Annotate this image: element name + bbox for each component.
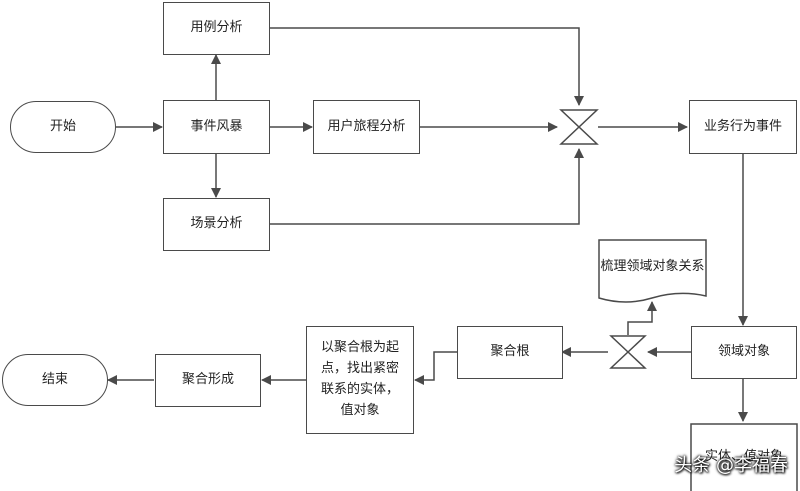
- scenario-label: 场景分析: [190, 216, 243, 232]
- aggregate-root-label: 聚合根: [490, 344, 530, 360]
- business-events-label: 业务行为事件: [703, 118, 782, 134]
- arrow-use-case-to-merge: [270, 27, 584, 106]
- relations-document-label: 梳理领域对象关系: [600, 259, 705, 274]
- form-aggregate-label: 聚合形成: [181, 372, 234, 388]
- use-case-process: 用例分析: [163, 2, 270, 55]
- relations-document-shape: [598, 239, 707, 303]
- event-storm-label: 事件风暴: [190, 118, 243, 134]
- arrow-aggregate-root-to-find-entities: [414, 351, 457, 385]
- domain-objects-process: 领域对象: [691, 326, 797, 379]
- arrow-scenario-to-merge: [270, 148, 584, 225]
- user-journey-label: 用户旅程分析: [327, 118, 406, 134]
- start-terminal: 开始: [10, 101, 116, 153]
- user-journey-process: 用户旅程分析: [313, 100, 420, 154]
- arrow-split-to-relations: [627, 301, 657, 335]
- business-events-process: 业务行为事件: [689, 100, 797, 154]
- use-case-label: 用例分析: [190, 20, 243, 36]
- end-label: 结束: [41, 371, 68, 387]
- merge-symbol: [559, 109, 599, 145]
- event-storm-process: 事件风暴: [163, 100, 270, 154]
- watermark-text: 头条 @李福春: [674, 455, 788, 476]
- form-aggregate-process: 聚合形成: [155, 354, 261, 407]
- aggregate-root-process: 聚合根: [457, 326, 563, 379]
- find-entities-label: 以聚合根为起点，找出紧密联系的实体，值对象: [320, 340, 399, 418]
- entities-document-shape: [690, 423, 798, 491]
- end-terminal: 结束: [2, 354, 108, 406]
- start-label: 开始: [49, 118, 76, 134]
- find-entities-process: 以聚合根为起点，找出紧密联系的实体，值对象: [306, 326, 414, 434]
- entities-document-label: 实体、值对象: [704, 449, 783, 464]
- domain-objects-label: 领域对象: [717, 344, 770, 360]
- scenario-process: 场景分析: [163, 198, 270, 251]
- split-symbol: [609, 335, 647, 369]
